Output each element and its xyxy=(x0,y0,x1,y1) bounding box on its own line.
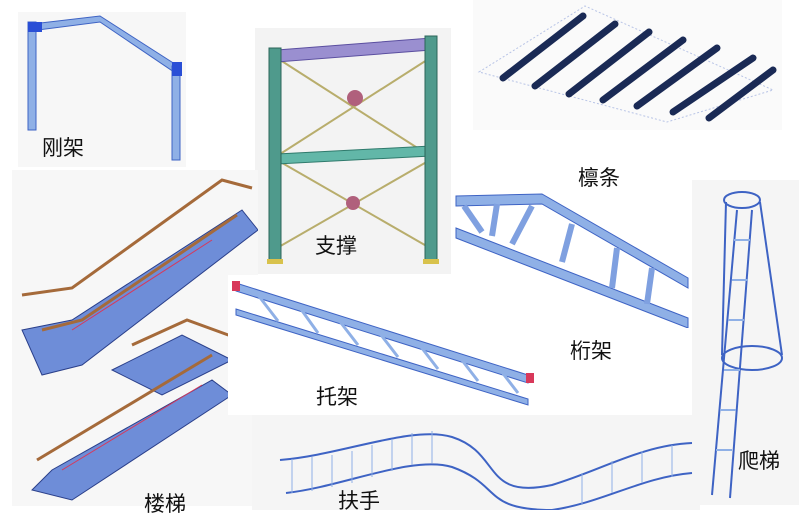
label-stairs: 楼梯 xyxy=(144,492,186,516)
label-bracing: 支撑 xyxy=(315,234,357,258)
purlin-panel xyxy=(473,0,782,130)
truss-bracket-panel: 托架 xyxy=(228,275,540,415)
truss-panel xyxy=(452,188,692,328)
label-rigid-frame: 刚架 xyxy=(42,136,84,160)
truss-bracket-drawing xyxy=(232,281,534,406)
label-handrail: 扶手 xyxy=(338,489,380,513)
rigid-frame-drawing xyxy=(27,15,182,161)
ladder-drawing xyxy=(711,191,783,499)
rigid-frame-panel: 刚架 xyxy=(18,12,186,167)
purlin-drawing xyxy=(477,5,777,123)
label-purlin: 檩条 xyxy=(578,166,620,190)
label-ladder: 爬梯 xyxy=(738,449,780,473)
label-truss-bracket: 托架 xyxy=(316,385,358,409)
bracing-panel: 支撑 xyxy=(255,28,451,274)
stairs-drawing xyxy=(21,178,258,501)
bracing-drawing xyxy=(267,35,439,264)
handrail-drawing xyxy=(279,431,693,510)
truss-drawing xyxy=(455,193,689,328)
ladder-panel: 爬梯 xyxy=(692,180,799,505)
label-truss: 桁架 xyxy=(570,339,612,363)
stairs-panel: 楼梯 xyxy=(12,170,258,516)
handrail-panel: 扶手 xyxy=(252,415,700,513)
